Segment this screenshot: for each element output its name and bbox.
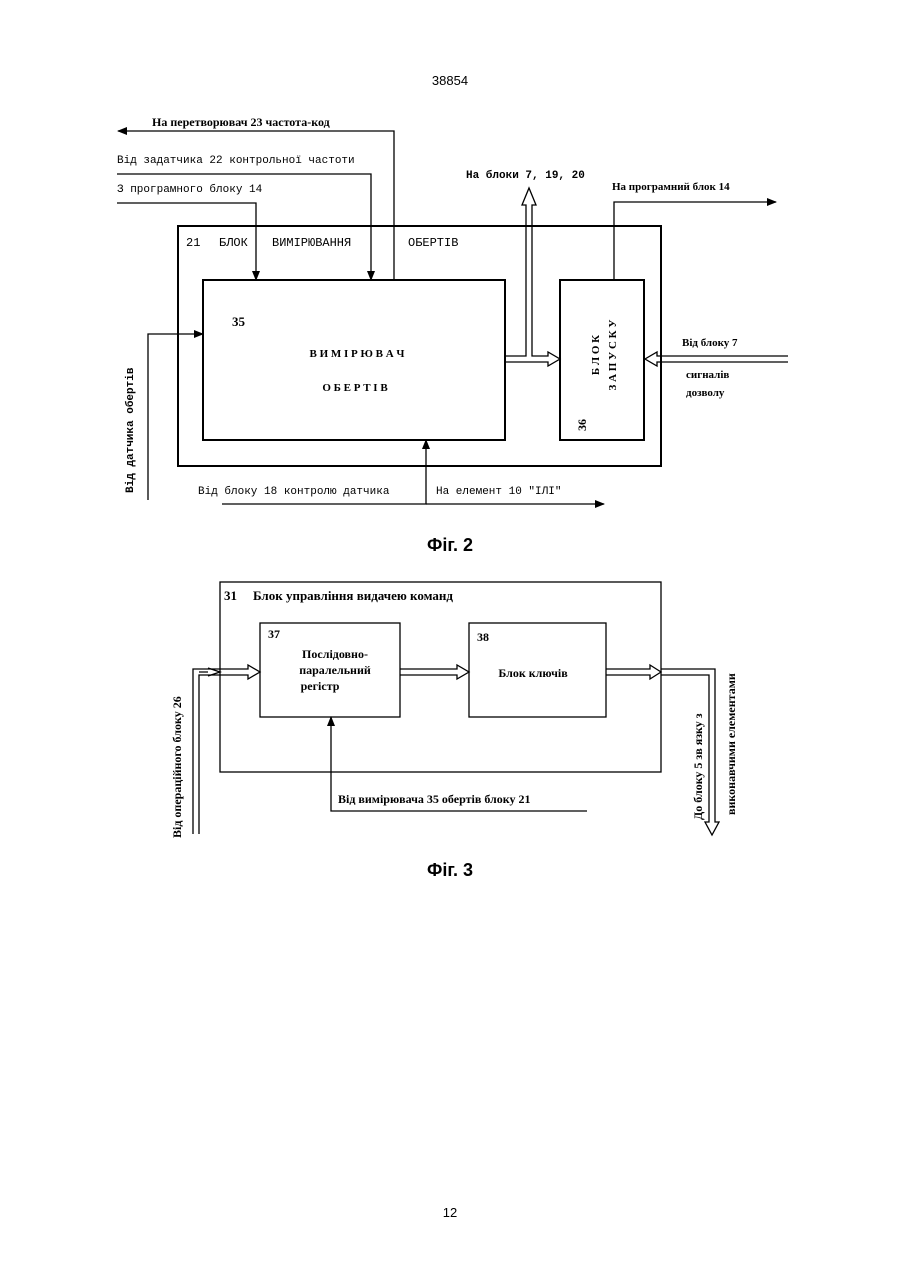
page-footer-number: 12 (443, 1205, 457, 1220)
label-from-block-18: Від блоку 18 контролю датчика (198, 485, 390, 498)
label-to-element-10: На елемент 10 "ІЛІ" (436, 486, 561, 498)
register-block-37-label-3: регістр (301, 679, 340, 693)
line-from-speed-sensor (148, 334, 203, 500)
double-arrow-from-operational-block-26 (193, 665, 260, 834)
register-block-37-label-1: Послідовно- (302, 647, 368, 661)
double-arrow-from-block-7 (645, 352, 788, 366)
register-block-37-label-2: паралельний (299, 663, 371, 677)
label-from-setter-22: Від задатчика 22 контрольної частоти (117, 155, 355, 167)
label-to-converter-23: На перетворювач 23 частота-код (152, 115, 330, 129)
double-arrow-to-block-5 (661, 669, 719, 835)
label-from-prog-block-14: З програмного блоку 14 (117, 183, 263, 196)
figure-3-caption: Фіг. 3 (427, 860, 473, 880)
label-from-block-7-line3: дозволу (686, 387, 725, 399)
outer-block-31-number: 31 (224, 588, 237, 603)
figure-2-caption: Фіг. 2 (427, 535, 473, 555)
page-header-number: 38854 (432, 73, 468, 88)
meter-block-35-number: 35 (232, 314, 246, 329)
keys-block-38-label: Блок ключів (498, 666, 568, 680)
meter-block-35-label-1: В И М І Р Ю В А Ч (309, 348, 404, 360)
label-to-blocks-7-19-20: На блоки 7, 19, 20 (466, 169, 585, 182)
label-to-block-5-line1: До блоку 5 зв язку з (691, 713, 705, 820)
double-arrow-register-to-keys (400, 665, 469, 679)
meter-block-35-label-2: О Б Е Р Т І В (322, 382, 388, 394)
keys-block-38-number: 38 (477, 630, 489, 644)
outer-block-31-title: Блок управління видачею команд (253, 588, 453, 603)
line-to-prog-block-14 (614, 202, 776, 280)
label-from-block-7-line1: Від блоку 7 (682, 337, 738, 349)
launch-block-36-label-2: З А П У С К У (607, 320, 619, 391)
launch-block-36 (560, 280, 644, 440)
register-block-37-number: 37 (268, 627, 280, 641)
launch-block-36-label-1: Б Л О К (590, 335, 602, 375)
figure-2: 21 БЛОК ВИМІРЮВАННЯ ОБЕРТІВ 35 В И М І Р… (117, 115, 788, 555)
launch-block-36-number: 36 (575, 419, 589, 431)
figure-3: 31 Блок управління видачею команд 37 Пос… (170, 582, 738, 880)
meter-block-35 (203, 280, 505, 440)
label-from-meter-35: Від вимірювача 35 обертів блоку 21 (338, 792, 531, 806)
label-from-block-7-line2: сигналів (686, 369, 729, 381)
outer-block-21-title-2: ВИМІРЮВАННЯ (272, 236, 351, 250)
outer-block-21-number: 21 (186, 236, 200, 250)
outer-block-21-title-3: ОБЕРТІВ (408, 236, 458, 250)
label-to-prog-block-14: На програмний блок 14 (612, 181, 730, 193)
outer-block-21-title-1: БЛОК (219, 236, 248, 250)
label-from-speed-sensor: Від датчика обертів (124, 367, 137, 493)
label-from-operational-block-26: Від операційного блоку 26 (170, 696, 184, 838)
double-arrow-keys-to-output (606, 665, 661, 679)
double-arrow-to-blocks-7-19-20 (505, 188, 560, 366)
label-to-block-5-line2: виконавчими елементами (724, 673, 738, 815)
outer-block-31 (220, 582, 661, 772)
